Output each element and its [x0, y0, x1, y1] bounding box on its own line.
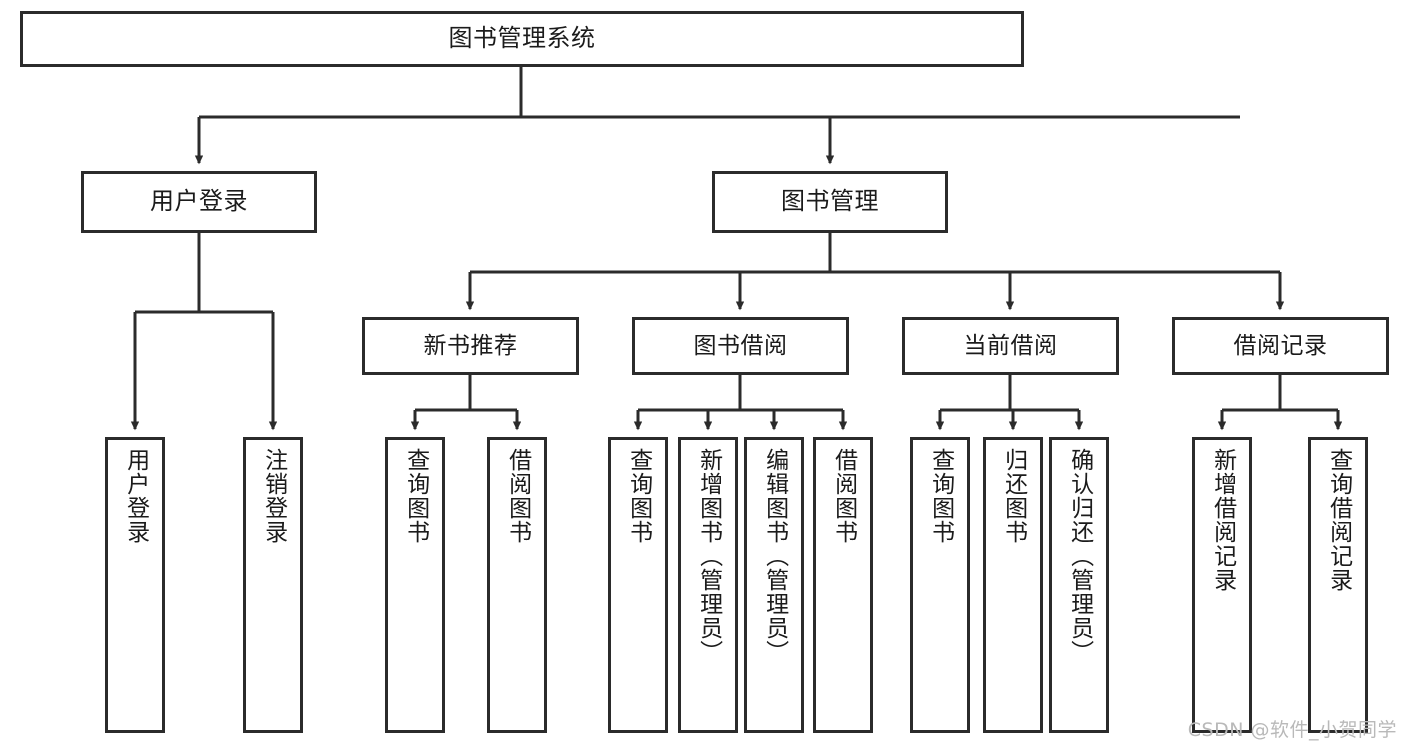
node-root-label: 图书管理系统 [448, 24, 596, 53]
node-leaf-edit-book-admin-label: 编辑图书（管理员） [761, 448, 788, 664]
node-leaf-query-book-1[interactable]: 查询图书 [385, 437, 445, 733]
node-leaf-confirm-return-admin[interactable]: 确认归还（管理员） [1049, 437, 1109, 733]
node-leaf-logout-login-label: 注销登录 [260, 448, 287, 544]
node-borrow-record[interactable]: 借阅记录 [1172, 317, 1389, 375]
node-book-manage[interactable]: 图书管理 [712, 171, 948, 233]
node-leaf-borrow-book-2-label: 借阅图书 [830, 448, 857, 544]
node-leaf-edit-book-admin[interactable]: 编辑图书（管理员） [744, 437, 804, 733]
node-leaf-add-borrow-record[interactable]: 新增借阅记录 [1192, 437, 1252, 733]
node-current-borrow[interactable]: 当前借阅 [902, 317, 1119, 375]
node-leaf-query-book-3-label: 查询图书 [927, 448, 954, 544]
node-borrow-record-label: 借阅记录 [1233, 332, 1328, 359]
node-book-borrow-label: 图书借阅 [693, 332, 788, 359]
node-leaf-add-borrow-record-label: 新增借阅记录 [1209, 448, 1236, 592]
node-leaf-return-book-label: 归还图书 [1000, 448, 1027, 544]
node-leaf-add-book-admin[interactable]: 新增图书（管理员） [678, 437, 738, 733]
node-user-login-label: 用户登录 [150, 187, 248, 216]
node-leaf-borrow-book-2[interactable]: 借阅图书 [813, 437, 873, 733]
node-leaf-query-borrow-record[interactable]: 查询借阅记录 [1308, 437, 1368, 733]
node-user-login[interactable]: 用户登录 [81, 171, 317, 233]
node-leaf-query-book-2[interactable]: 查询图书 [608, 437, 668, 733]
node-leaf-return-book[interactable]: 归还图书 [983, 437, 1043, 733]
node-leaf-query-book-2-label: 查询图书 [625, 448, 652, 544]
watermark-text: CSDN @软件_小贺同学 [1187, 719, 1397, 741]
node-leaf-user-login-label: 用户登录 [122, 448, 149, 544]
node-current-borrow-label: 当前借阅 [963, 332, 1058, 359]
node-leaf-borrow-book-1-label: 借阅图书 [504, 448, 531, 544]
node-root[interactable]: 图书管理系统 [20, 11, 1024, 67]
node-leaf-query-book-3[interactable]: 查询图书 [910, 437, 970, 733]
node-leaf-borrow-book-1[interactable]: 借阅图书 [487, 437, 547, 733]
node-leaf-confirm-return-admin-label: 确认归还（管理员） [1066, 448, 1093, 664]
node-book-manage-label: 图书管理 [781, 187, 879, 216]
node-book-borrow[interactable]: 图书借阅 [632, 317, 849, 375]
node-leaf-query-borrow-record-label: 查询借阅记录 [1325, 448, 1352, 592]
node-new-book-recommend[interactable]: 新书推荐 [362, 317, 579, 375]
node-leaf-query-book-1-label: 查询图书 [402, 448, 429, 544]
node-leaf-logout-login[interactable]: 注销登录 [243, 437, 303, 733]
node-leaf-user-login[interactable]: 用户登录 [105, 437, 165, 733]
node-leaf-add-book-admin-label: 新增图书（管理员） [695, 448, 722, 664]
node-new-book-recommend-label: 新书推荐 [423, 332, 518, 359]
